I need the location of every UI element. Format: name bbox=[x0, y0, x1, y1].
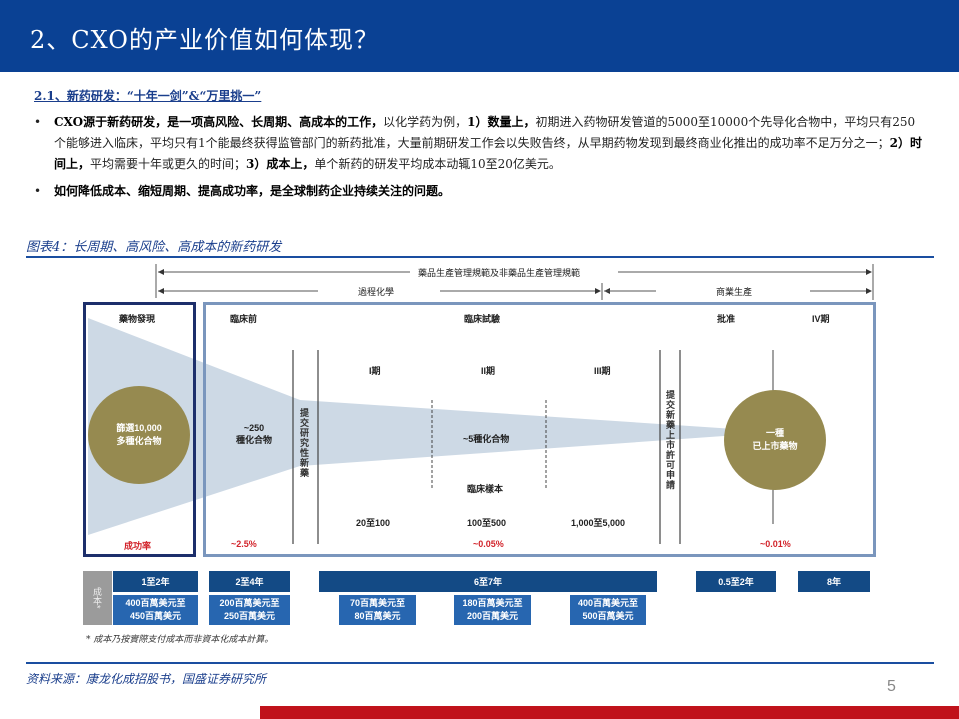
ind-submission-label: 提交研究性新藥 bbox=[299, 408, 309, 478]
cost-preclinical: 200百萬美元至 250百萬美元 bbox=[209, 595, 290, 625]
cost-line: 200百萬美元至 bbox=[219, 598, 280, 608]
cost-side-label: 成本* bbox=[83, 571, 112, 625]
cost-line: 400百萬美元至 bbox=[577, 598, 639, 608]
phase-1-label: I期 bbox=[369, 366, 381, 376]
stage-phase4: IV期 bbox=[812, 314, 830, 324]
circle-line: 一種 bbox=[765, 428, 784, 438]
process-chemistry-label: 過程化學 bbox=[358, 287, 395, 297]
cost-line: 200百萬美元 bbox=[466, 611, 519, 621]
sample-size-phase1: 20至100 bbox=[356, 518, 391, 528]
section-subtitle: 2.1、新药研发：“十年一剑”&“万里挑一” bbox=[34, 89, 262, 103]
page-number: 5 bbox=[887, 678, 896, 695]
clinical-count: ~5種化合物 bbox=[463, 434, 510, 444]
success-rate-approval: ~0.01% bbox=[760, 539, 791, 549]
success-rate-preclinical: ~2.5% bbox=[231, 539, 257, 549]
duration-phase4: 8年 bbox=[798, 571, 870, 592]
divider bbox=[26, 256, 934, 258]
bullet-list: CXO源于新药研发，是一项高风险、长周期、高成本的工作，以化学药为例，1）数量上… bbox=[34, 112, 924, 208]
cost-line: 400百萬美元至 bbox=[125, 598, 186, 608]
discovery-circle: 篩選10,000 多種化合物 bbox=[88, 386, 190, 484]
cost-line: 450百萬美元 bbox=[129, 611, 182, 621]
cost-discovery: 400百萬美元至 450百萬美元 bbox=[113, 595, 198, 625]
commercial-production-label: 商業生產 bbox=[716, 287, 753, 297]
cost-line: 70百萬美元至 bbox=[349, 598, 405, 608]
count-line: 種化合物 bbox=[235, 435, 272, 445]
duration-approval: 0.5至2年 bbox=[696, 571, 776, 592]
slide-header: 2、CXO的产业价值如何体现？ bbox=[0, 0, 959, 72]
bullet-text: 单个新药的研发平均成本动辄10至20亿美元。 bbox=[314, 157, 561, 171]
circle-line: 篩選10,000 bbox=[116, 423, 162, 433]
cost-phase3: 400百萬美元至 500百萬美元 bbox=[570, 595, 646, 625]
circle-line: 已上市藥物 bbox=[752, 441, 798, 451]
cost-phase2: 180百萬美元至 200百萬美元 bbox=[454, 595, 531, 625]
cost-phase1: 70百萬美元至 80百萬美元 bbox=[339, 595, 416, 625]
stage-discovery: 藥物發現 bbox=[119, 314, 156, 324]
bullet-bold: 3）成本上， bbox=[246, 157, 315, 171]
stage-clinical: 臨床試驗 bbox=[464, 314, 501, 324]
slide-title: 2、CXO的产业价值如何体现？ bbox=[30, 26, 379, 54]
circle-line: 多種化合物 bbox=[116, 436, 162, 446]
sample-size-phase3: 1,000至5,000 bbox=[571, 518, 626, 528]
bullet-item: 如何降低成本、缩短周期、提高成功率，是全球制药企业持续关注的问题。 bbox=[34, 181, 924, 202]
discovery-box bbox=[83, 302, 196, 557]
bullet-text: 平均需要十年或更久的时间； bbox=[90, 157, 247, 171]
bullet-bold: 1）数量上， bbox=[467, 115, 536, 129]
cost-line: 80百萬美元 bbox=[354, 611, 401, 621]
count-line: ~250 bbox=[243, 423, 265, 433]
footer-bar bbox=[260, 706, 959, 719]
development-box bbox=[203, 302, 876, 557]
stage-preclinical: 臨床前 bbox=[230, 314, 258, 324]
phase-3-label: III期 bbox=[594, 366, 611, 376]
approved-drug-circle: 一種 已上市藥物 bbox=[724, 390, 826, 490]
duration-preclinical: 2至4年 bbox=[209, 571, 290, 592]
bullet-bold: CXO源于新药研发，是一项高风险、长周期、高成本的工作， bbox=[54, 115, 384, 129]
cost-footnote: * 成本乃按實際支付成本而非資本化成本計算。 bbox=[86, 635, 274, 645]
stage-approval: 批准 bbox=[717, 314, 736, 324]
preclinical-count: ~250 種化合物 bbox=[234, 422, 274, 446]
phase-2-label: II期 bbox=[481, 366, 496, 376]
sample-size-phase2: 100至500 bbox=[467, 518, 507, 528]
bullet-text: 初期进入药物研发管道的5000至10000个先导化合物中，平均只有250个能够进… bbox=[54, 115, 916, 150]
gmp-label: 藥品生產管理規範及非藥品生產管理規範 bbox=[418, 268, 581, 278]
cost-line: 180百萬美元至 bbox=[462, 598, 523, 608]
duration-discovery: 1至2年 bbox=[113, 571, 198, 592]
cost-line: 250百萬美元 bbox=[223, 611, 276, 621]
bullet-text: 以化学药为例， bbox=[383, 115, 468, 129]
nda-submission-label: 提交新藥上市許可申請 bbox=[665, 390, 675, 490]
success-rate-label: 成功率 bbox=[124, 541, 152, 551]
bullet-item: CXO源于新药研发，是一项高风险、长周期、高成本的工作，以化学药为例，1）数量上… bbox=[34, 112, 924, 175]
divider bbox=[26, 662, 934, 664]
bullet-bold: 2）时间上， bbox=[54, 136, 923, 171]
source-note: 资料来源：康龙化成招股书，国盛证券研究所 bbox=[26, 672, 267, 686]
cost-line: 500百萬美元 bbox=[582, 611, 634, 621]
duration-clinical: 6至7年 bbox=[319, 571, 657, 592]
figure-title: 图表4：长周期、高风险、高成本的新药研发 bbox=[26, 240, 282, 255]
bullet-bold: 如何降低成本、缩短周期、提高成功率，是全球制药企业持续关注的问题。 bbox=[54, 184, 451, 198]
clinical-sample-label: 臨床樣本 bbox=[467, 484, 504, 494]
success-rate-clinical: ~0.05% bbox=[473, 539, 504, 549]
